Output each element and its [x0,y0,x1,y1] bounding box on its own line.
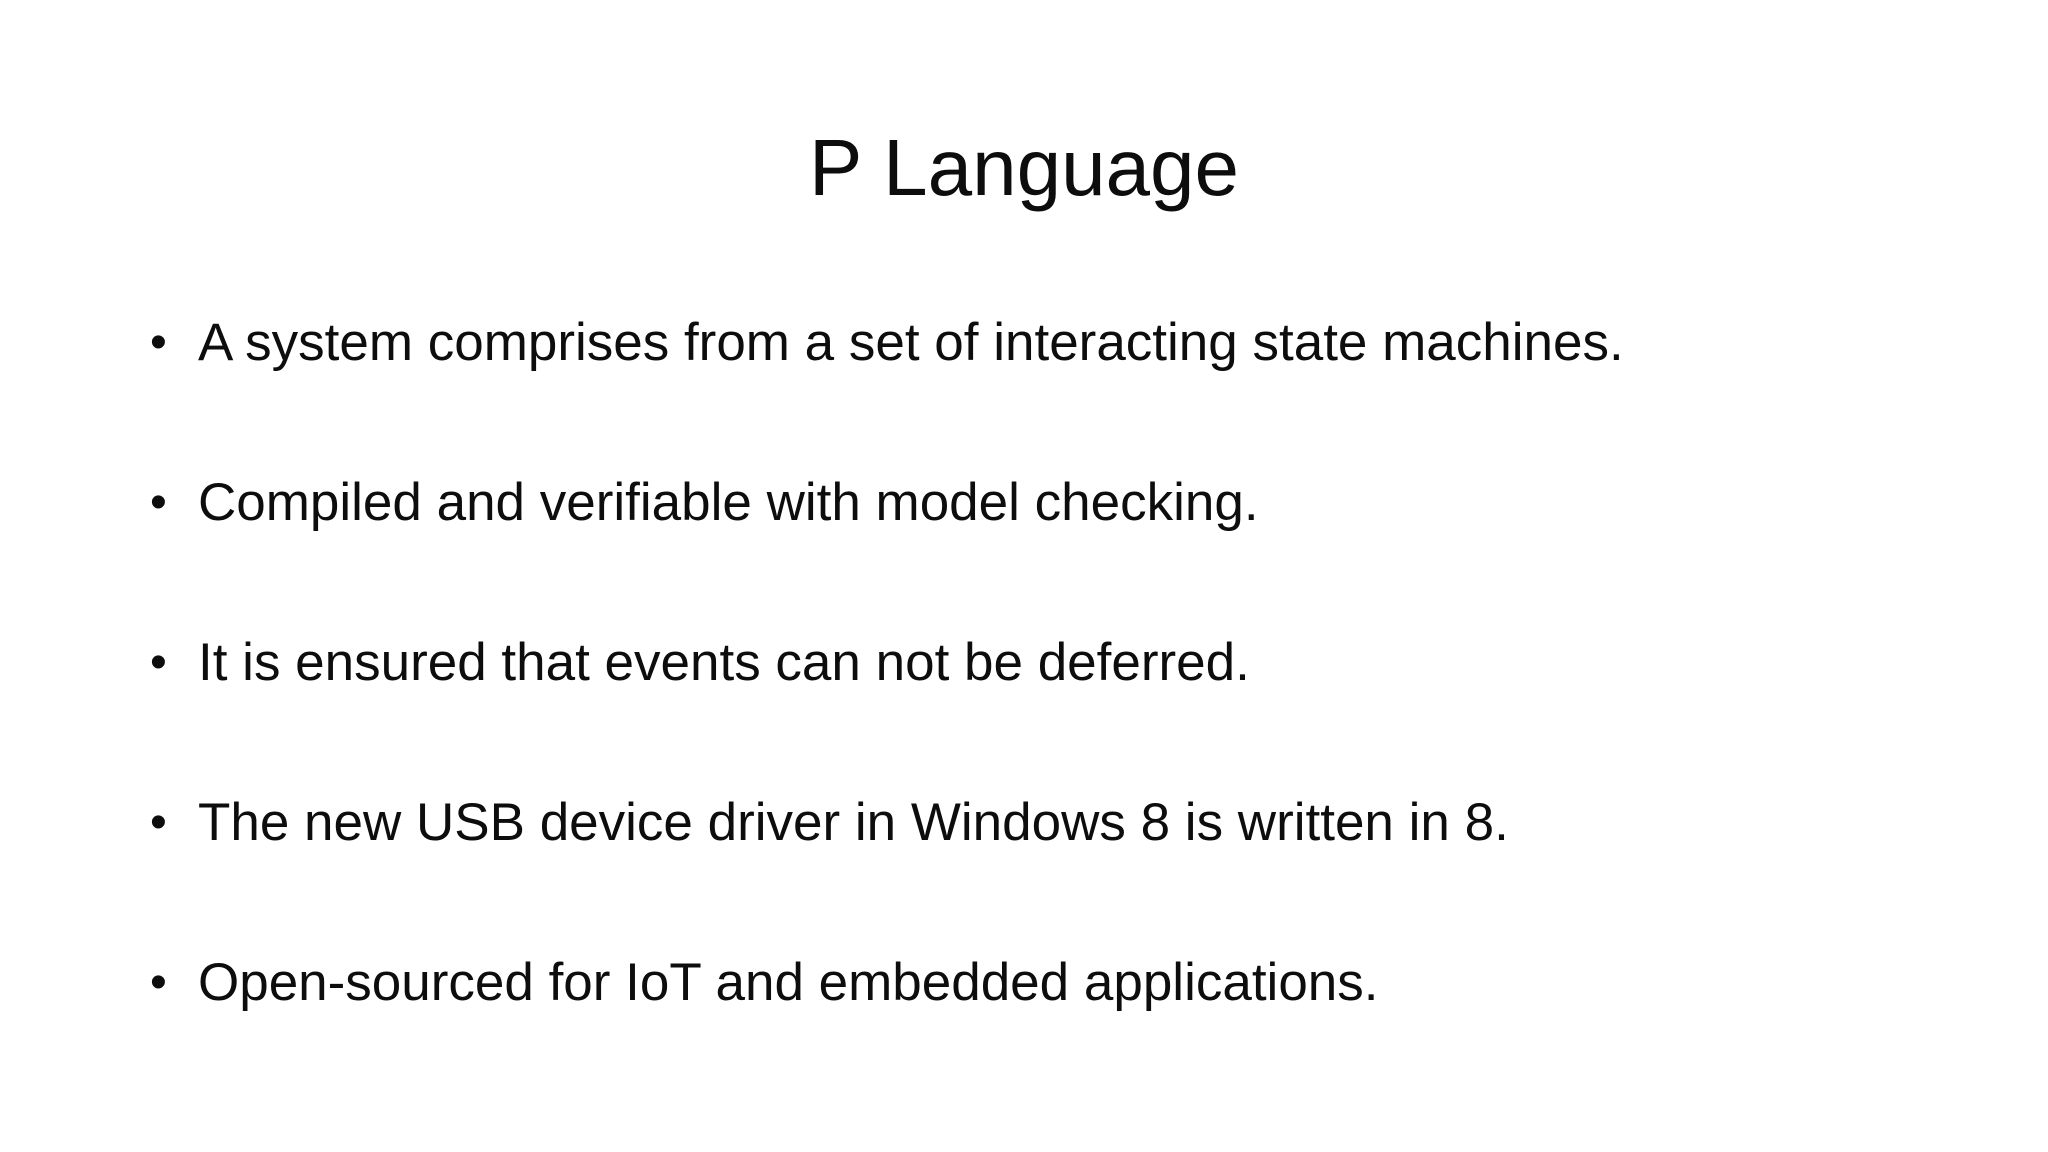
bullet-text: It is ensured that events can not be def… [198,633,1250,693]
bullet-text: Compiled and verifiable with model check… [198,473,1259,533]
bullet-marker: • [150,476,167,530]
bullet-marker: • [150,956,167,1010]
bullet-marker: • [150,796,167,850]
bullet-marker: • [150,636,167,690]
bullet-item: • A system comprises from a set of inter… [150,263,1950,423]
slide-title: P Language [808,123,1240,212]
bullet-text: The new USB device driver in Windows 8 i… [198,793,1509,853]
bullet-item: • Compiled and verifiable with model che… [150,423,1950,583]
bullet-text: A system comprises from a set of interac… [198,313,1624,373]
bullet-marker: • [150,316,167,370]
bullet-item: • It is ensured that events can not be d… [150,583,1950,743]
bullet-text: Open-sourced for IoT and embedded applic… [198,953,1379,1013]
bullet-list: • A system comprises from a set of inter… [150,263,1950,1063]
bullet-item: • The new USB device driver in Windows 8… [150,743,1950,903]
bullet-item: • Open-sourced for IoT and embedded appl… [150,903,1950,1063]
